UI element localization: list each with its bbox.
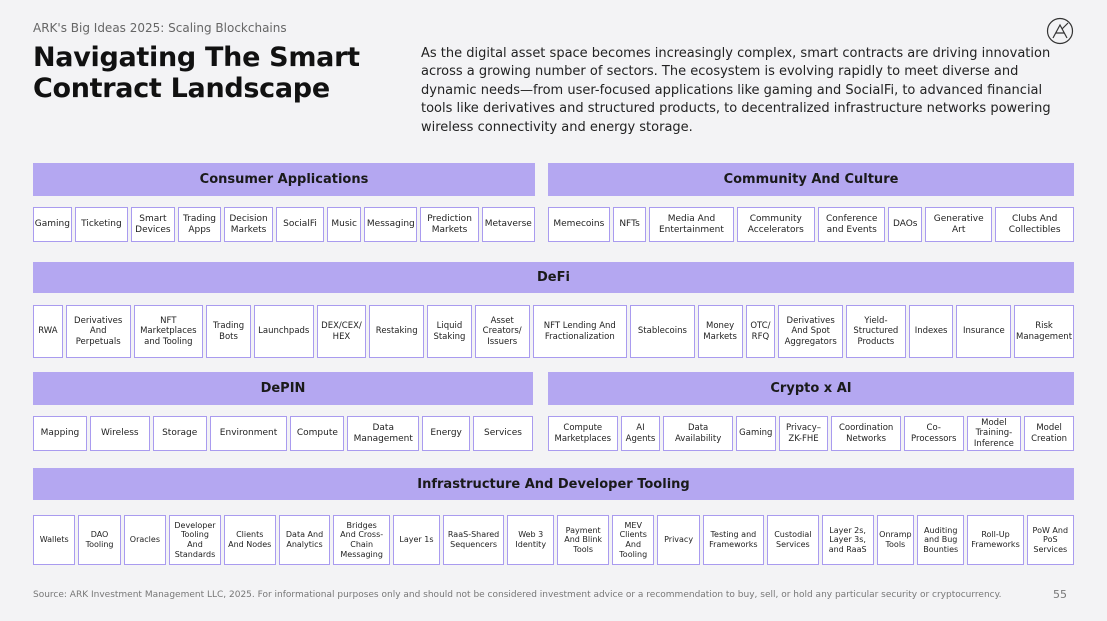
category-rwa: RWA [33, 305, 63, 358]
category-asset-creators-issuers: Asset Creators/ Issuers [474, 305, 530, 358]
category-insurance: Insurance [956, 305, 1012, 358]
category-launchpads: Launchpads [253, 305, 314, 358]
category-trading-apps: Trading Apps [177, 207, 222, 242]
category-onramp-tools: Onramp Tools [876, 515, 915, 565]
category-gaming: Gaming [735, 416, 776, 451]
category-coordination-networks: Coordination Networks [831, 416, 901, 451]
category-services: Services [473, 416, 533, 451]
category-mev-clients-and-tooling: MEV Clients And Tooling [612, 515, 655, 565]
category-raas-shared-sequencers: RaaS-Shared Sequencers [442, 515, 505, 565]
category-bridges-and-cross-chain-messaging: Bridges And Cross- Chain Messaging [333, 515, 390, 565]
category-media-and-entertainment: Media And Entertainment [649, 207, 734, 242]
category-clients-and-nodes: Clients And Nodes [223, 515, 276, 565]
category-otc-rfq: OTC/ RFQ [745, 305, 776, 358]
page-title: Navigating The Smart Contract Landscape [33, 42, 360, 104]
ark-logo-icon [1046, 17, 1074, 45]
category-metaverse: Metaverse [481, 207, 535, 242]
category-privacy-zk-fhe: Privacy– ZK-FHE [778, 416, 829, 451]
category-layer-1s: Layer 1s [392, 515, 440, 565]
category-indexes: Indexes [908, 305, 954, 358]
category-socialfi: SocialFi [275, 207, 325, 242]
category-compute: Compute [290, 416, 345, 451]
category-nfts: NFTs [612, 207, 647, 242]
category-web-3-identity: Web 3 Identity [507, 515, 555, 565]
category-mapping: Mapping [33, 416, 87, 451]
category-energy: Energy [422, 416, 471, 451]
intro-paragraph: As the digital asset space becomes incre… [421, 46, 1051, 135]
category-risk-management: Risk Management [1014, 305, 1074, 358]
source-footnote: Source: ARK Investment Management LLC, 2… [33, 590, 1002, 600]
category-decision-markets: Decision Markets [224, 207, 273, 242]
category-wallets: Wallets [33, 515, 76, 565]
page-number: 55 [1053, 588, 1067, 601]
category-stablecoins: Stablecoins [630, 305, 695, 358]
category-yield-structured-products: Yield- Structured Products [846, 305, 906, 358]
category-derivatives-and-perpetuals: Derivatives And Perpetuals [65, 305, 131, 358]
category-testing-and-frameworks: Testing and Frameworks [702, 515, 764, 565]
category-liquid-staking: Liquid Staking [427, 305, 472, 358]
section-header-crypto-ai: Crypto x AI [548, 372, 1074, 405]
category-data-and-analytics: Data And Analytics [278, 515, 331, 565]
category-messaging: Messaging [364, 207, 418, 242]
section-header-community-culture: Community And Culture [548, 163, 1074, 196]
category-memecoins: Memecoins [548, 207, 610, 242]
category-ticketing: Ticketing [74, 207, 129, 242]
category-clubs-and-collectibles: Clubs And Collectibles [995, 207, 1074, 242]
category-restaking: Restaking [369, 305, 425, 358]
category-pow-and-pos-services: PoW And PoS Services [1026, 515, 1074, 565]
category-developer-tooling-and-standards: Developer Tooling And Standards [169, 515, 221, 565]
category-payment-and-blink-tools: Payment And Blink Tools [557, 515, 610, 565]
category-money-markets: Money Markets [697, 305, 743, 358]
category-trading-bots: Trading Bots [206, 305, 251, 358]
category-conference-and-events: Conference and Events [818, 207, 886, 242]
category-storage: Storage [152, 416, 207, 451]
category-daos: DAOs [888, 207, 923, 242]
category-model-creation: Model Creation [1024, 416, 1074, 451]
category-derivatives-and-spot-aggregators: Derivatives And Spot Aggregators [778, 305, 844, 358]
category-data-management: Data Management [347, 416, 420, 451]
category-community-accelerators: Community Accelerators [736, 207, 816, 242]
category-gaming: Gaming [33, 207, 72, 242]
category-wireless: Wireless [89, 416, 150, 451]
category-roll-up-frameworks: Roll-Up Frameworks [967, 515, 1024, 565]
category-oracles: Oracles [123, 515, 167, 565]
category-music: Music [327, 207, 362, 242]
category-dex-cex-hex: DEX/CEX/ HEX [316, 305, 367, 358]
category-smart-devices: Smart Devices [131, 207, 175, 242]
category-dao-tooling: DAO Tooling [78, 515, 121, 565]
category-compute-marketplaces: Compute Marketplaces [548, 416, 618, 451]
category-layer-2s-layer-3s-and-raas: Layer 2s, Layer 3s, and RaaS [821, 515, 874, 565]
category-data-availability: Data Availability [663, 416, 733, 451]
category-model-training-inference: Model Training- Inference [966, 416, 1022, 451]
section-header-defi: DeFi [33, 262, 1074, 293]
section-header-consumer-applications: Consumer Applications [33, 163, 535, 196]
category-auditing-and-bug-bounties: Auditing and Bug Bounties [917, 515, 965, 565]
section-header-infrastructure: Infrastructure And Developer Tooling [33, 468, 1074, 500]
kicker: ARK's Big Ideas 2025: Scaling Blockchain… [33, 21, 287, 35]
category-nft-lending-and-fractionalization: NFT Lending And Fractionalization [532, 305, 628, 358]
category-prediction-markets: Prediction Markets [420, 207, 479, 242]
category-generative-art: Generative Art [925, 207, 993, 242]
category-ai-agents: AI Agents [620, 416, 661, 451]
category-environment: Environment [209, 416, 288, 451]
section-header-depin: DePIN [33, 372, 533, 405]
category-custodial-services: Custodial Services [766, 515, 819, 565]
category-co-processors: Co- Processors [903, 416, 964, 451]
category-nft-marketplaces-and-tooling: NFT Marketplaces and Tooling [133, 305, 204, 358]
category-privacy: Privacy [657, 515, 700, 565]
